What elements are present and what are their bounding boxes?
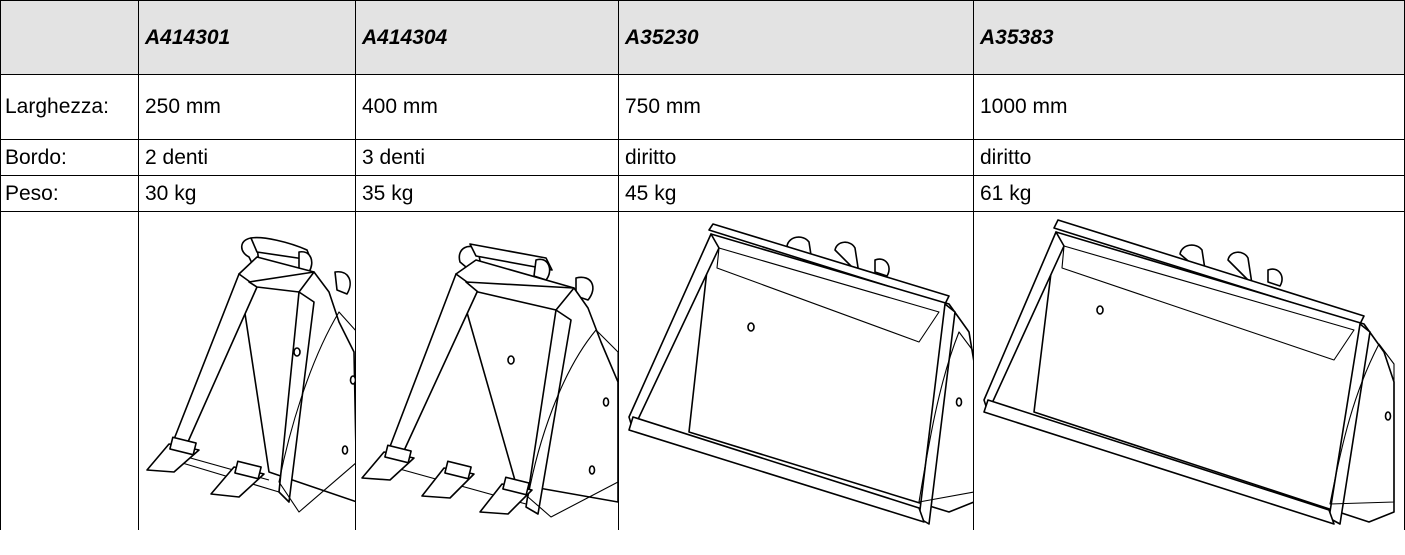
model-header-1: A414304 — [355, 0, 619, 75]
row-images — [0, 211, 1405, 530]
row-label-width: Larghezza: — [0, 74, 139, 140]
wide-bucket-straight-edge-icon — [628, 223, 973, 525]
narrow-bucket-2-teeth-icon — [146, 236, 355, 513]
bucket-spec-table: A414301 A414304 A35230 A35383 Larghezza:… — [0, 0, 1405, 530]
wide-bucket-straight-edge-icon — [983, 219, 1395, 525]
bucket-image-cell-0 — [138, 211, 356, 530]
narrow-bucket-3-teeth-icon — [361, 243, 618, 518]
bucket-image-cell-2 — [618, 211, 974, 530]
width-value-3: 1000 mm — [973, 74, 1405, 140]
image-row-empty-cell — [0, 211, 139, 530]
bucket-image-cell-1 — [355, 211, 619, 530]
edge-value-3: diritto — [973, 139, 1405, 176]
weight-value-0: 30 kg — [138, 175, 356, 212]
edge-value-1: 3 denti — [355, 139, 619, 176]
width-value-2: 750 mm — [618, 74, 974, 140]
model-header-0: A414301 — [138, 0, 356, 75]
weight-value-3: 61 kg — [973, 175, 1405, 212]
row-label-edge: Bordo: — [0, 139, 139, 176]
weight-value-2: 45 kg — [618, 175, 974, 212]
edge-value-2: diritto — [618, 139, 974, 176]
row-label-weight: Peso: — [0, 175, 139, 212]
row-weight: Peso: 30 kg 35 kg 45 kg 61 kg — [0, 175, 1405, 212]
model-header-2: A35230 — [618, 0, 974, 75]
header-row: A414301 A414304 A35230 A35383 — [0, 0, 1405, 75]
header-corner-cell — [0, 0, 139, 75]
edge-value-0: 2 denti — [138, 139, 356, 176]
model-header-3: A35383 — [973, 0, 1405, 75]
row-edge: Bordo: 2 denti 3 denti diritto diritto — [0, 139, 1405, 176]
bucket-image-cell-3 — [973, 211, 1405, 530]
row-width: Larghezza: 250 mm 400 mm 750 mm 1000 mm — [0, 74, 1405, 140]
width-value-1: 400 mm — [355, 74, 619, 140]
weight-value-1: 35 kg — [355, 175, 619, 212]
width-value-0: 250 mm — [138, 74, 356, 140]
